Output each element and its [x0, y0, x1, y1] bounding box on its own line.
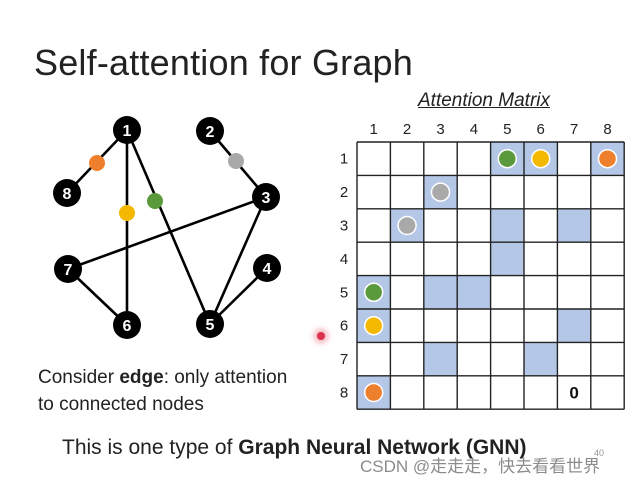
bottom-statement: This is one type of Graph Neural Network…	[62, 436, 526, 460]
edge-3-5	[208, 196, 268, 325]
graph-node-label: 2	[206, 124, 215, 141]
matrix-row-header: 7	[340, 351, 348, 368]
graph-node-1	[113, 116, 141, 144]
bottom-prefix: This is one type of	[62, 436, 239, 459]
matrix-col-header: 6	[537, 121, 545, 138]
matrix-row-header: 4	[340, 251, 348, 268]
edge-marker-yellow	[119, 205, 135, 221]
matrix-col-header: 2	[403, 121, 411, 138]
matrix-col-header: 7	[570, 121, 578, 138]
matrix-cell-shaded	[557, 309, 591, 343]
edge-marker-green	[147, 193, 163, 209]
graph-node-label: 8	[63, 186, 72, 203]
matrix-dot	[397, 215, 417, 236]
matrix-col-header: 3	[436, 121, 444, 138]
matrix-cell-shaded	[557, 208, 591, 243]
graph-node-3	[252, 183, 280, 211]
matrix-dot	[530, 148, 551, 169]
edge-3-7	[67, 195, 267, 271]
graph-node-2	[196, 117, 224, 145]
matrix-cell-shaded	[490, 242, 524, 276]
matrix-dot	[597, 148, 618, 169]
matrix-row-header: 8	[340, 385, 348, 402]
bottom-bold: Graph Neural Network (GNN)	[238, 436, 527, 459]
matrix-cell-shaded	[524, 342, 558, 376]
matrix-zero-label: 0	[569, 384, 578, 403]
graph-node-6	[113, 311, 141, 339]
laser-pointer-icon	[317, 332, 325, 340]
matrix-title: Attention Matrix	[418, 90, 550, 111]
matrix-row-header: 5	[340, 284, 348, 301]
matrix-cell-shaded	[457, 275, 491, 309]
graph-node-label: 4	[263, 261, 272, 278]
matrix-col-header: 1	[370, 121, 378, 138]
graph-node-label: 7	[64, 262, 73, 279]
matrix-col-header: 4	[470, 121, 478, 138]
edge-1-5	[125, 129, 212, 325]
matrix-dot	[363, 315, 384, 336]
matrix-row-header: 6	[340, 318, 348, 335]
matrix-row-header: 3	[340, 218, 348, 235]
graph-node-label: 5	[206, 317, 215, 334]
graph-node-5	[196, 310, 224, 338]
matrix-dot	[497, 148, 518, 169]
attention-matrix: 1 2 3 4 5 6 7 8 1 2 3 4 5 6 7 8 0	[340, 121, 625, 410]
matrix-dot	[363, 382, 384, 403]
graph-node-7	[54, 255, 82, 283]
matrix-cell-shaded	[423, 275, 458, 309]
matrix-row-header: 1	[340, 151, 348, 168]
matrix-cell-shaded	[490, 208, 524, 243]
caption-suffix: : only attention	[163, 367, 288, 388]
caption-line2: to connected nodes	[38, 394, 204, 415]
edge-marker-gray	[228, 153, 244, 169]
watermark: CSDN @走走走，快去看看世界	[360, 457, 601, 476]
caption: Consider edge: only attention to connect…	[38, 364, 287, 418]
graph-node-label: 3	[262, 190, 271, 207]
graph-node-4	[253, 254, 281, 282]
graph-diagram: 1 2 3 4 5 6 7 8	[53, 116, 281, 339]
caption-bold: edge	[119, 367, 164, 388]
matrix-cell-shaded	[423, 342, 458, 376]
slide-title: Self-attention for Graph	[34, 42, 414, 83]
graph-node-label: 1	[123, 123, 132, 140]
matrix-dot	[363, 282, 384, 303]
graph-node-label: 6	[123, 318, 132, 335]
page-number: 40	[594, 448, 605, 458]
matrix-col-header: 8	[603, 121, 611, 138]
matrix-col-header: 5	[503, 121, 511, 138]
caption-prefix: Consider	[38, 367, 120, 388]
edge-marker-orange	[89, 155, 105, 171]
matrix-dot	[430, 182, 451, 202]
graph-node-8	[53, 179, 81, 207]
matrix-row-header: 2	[340, 184, 348, 201]
